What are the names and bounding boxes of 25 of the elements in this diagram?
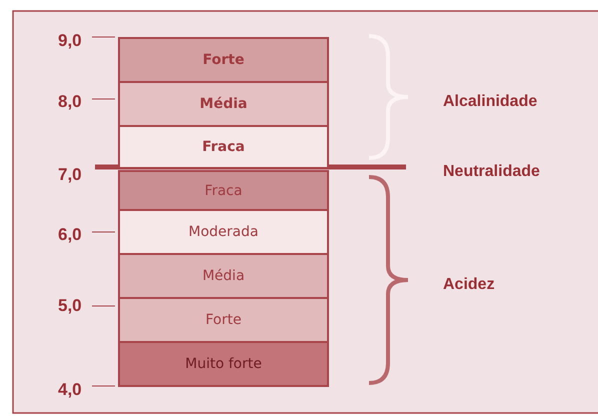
scale-value: 8,0 xyxy=(58,93,82,110)
scale-value: 9,0 xyxy=(58,32,82,49)
band-label: Fraca xyxy=(202,139,245,155)
zone-label: Acidez xyxy=(443,277,495,293)
scale-band xyxy=(118,81,329,127)
scale-band xyxy=(118,170,329,211)
scale-band xyxy=(118,125,329,169)
band-label: Moderada xyxy=(188,224,258,240)
scale-value: 6,0 xyxy=(58,226,82,243)
band-label: Forte xyxy=(202,52,244,68)
scale-band xyxy=(118,341,329,387)
zone-label: Neutralidade xyxy=(443,164,540,180)
band-label: Muito forte xyxy=(185,356,262,372)
scale-band xyxy=(118,297,329,343)
band-label: Fraca xyxy=(204,182,242,198)
scale-band xyxy=(118,209,329,255)
scale-band xyxy=(118,37,329,83)
scale-band xyxy=(118,253,329,299)
band-label: Média xyxy=(200,96,248,112)
band-label: Média xyxy=(202,268,245,284)
scale-value: 5,0 xyxy=(58,297,82,314)
scale-value: 4,0 xyxy=(58,381,82,398)
band-label: Forte xyxy=(206,312,242,328)
zone-label: Alcalinidade xyxy=(443,94,538,110)
scale-value: 7,0 xyxy=(58,166,82,183)
